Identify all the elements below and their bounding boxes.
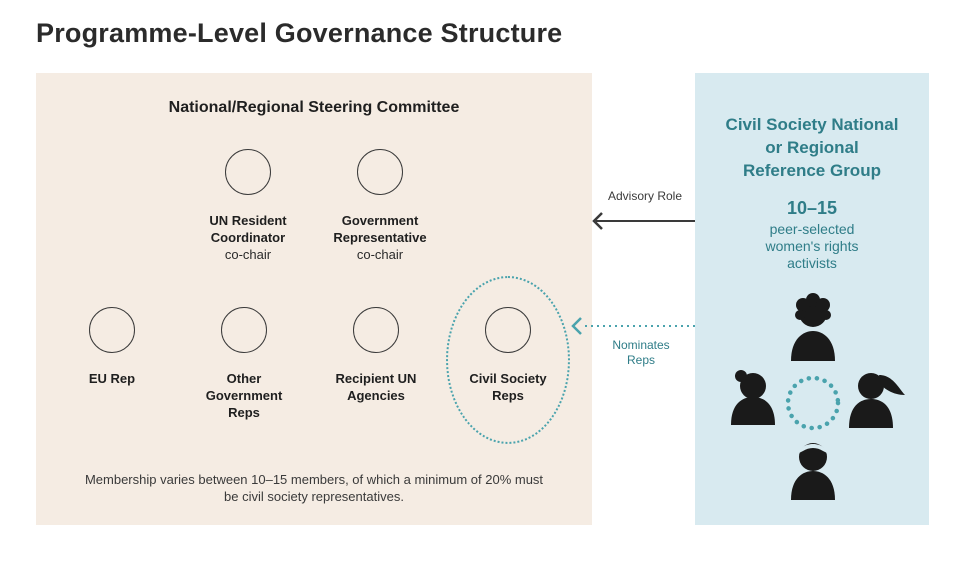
- member-role: co-chair: [224, 247, 272, 262]
- reference-group-illustration: [731, 293, 905, 500]
- member-label: Civil Society Reps: [469, 371, 547, 403]
- person-icon: [791, 293, 835, 361]
- member-civil-society-reps: Civil Society Reps: [433, 307, 583, 404]
- advisory-arrow-head: [592, 212, 603, 230]
- member-other-government-reps: Other Government Reps: [169, 307, 319, 421]
- person-icon: [791, 443, 835, 500]
- steering-committee-panel: National/Regional Steering Committee UN …: [36, 73, 592, 525]
- person-icon: [849, 373, 905, 428]
- member-label: UN Resident Coordinator: [209, 213, 287, 245]
- member-circle: [89, 307, 135, 353]
- ring-icon: [785, 375, 841, 431]
- page-title: Programme-Level Governance Structure: [36, 18, 563, 48]
- member-label: EU Rep: [88, 371, 136, 386]
- member-count: 10–15: [786, 198, 838, 218]
- member-label: Recipient UN Agencies: [335, 371, 417, 403]
- member-government-representative: Government Representative co-chair: [305, 149, 455, 263]
- member-un-resident-coordinator: UN Resident Coordinator co-chair: [173, 149, 323, 263]
- member-circle: [485, 307, 531, 353]
- member-eu-rep: EU Rep: [37, 307, 187, 387]
- person-icon: [731, 370, 775, 425]
- civil-society-panel: Civil Society National or Regional Refer…: [695, 73, 929, 525]
- member-circle: [357, 149, 403, 195]
- advisory-role-label: Advisory Role: [607, 189, 683, 203]
- nominates-reps-label: Nominates Reps: [612, 338, 670, 367]
- civil-society-highlight-oval: [446, 276, 570, 444]
- civil-society-title: Civil Society National or Regional Refer…: [725, 115, 899, 180]
- committee-title: National/Regional Steering Committee: [168, 99, 460, 116]
- member-circle: [225, 149, 271, 195]
- civil-society-description: peer-selected women's rights activists: [765, 221, 859, 271]
- member-circle: [221, 307, 267, 353]
- member-circle: [353, 307, 399, 353]
- member-role: co-chair: [356, 247, 404, 262]
- member-label: Government Representative: [333, 213, 427, 245]
- member-recipient-un-agencies: Recipient UN Agencies: [301, 307, 451, 404]
- nominates-arrow-head: [571, 317, 582, 335]
- membership-footnote: Membership varies between 10–15 members,…: [84, 472, 544, 504]
- member-label: Other Government Reps: [205, 371, 283, 420]
